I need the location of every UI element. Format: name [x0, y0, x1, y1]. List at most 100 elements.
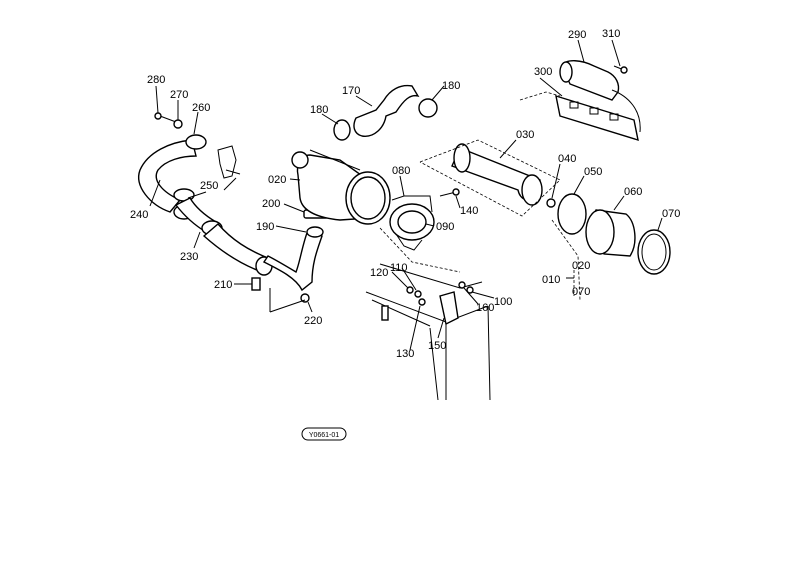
cover-090-inner	[397, 210, 427, 234]
gasket-hole	[589, 107, 599, 115]
label-280: 280	[147, 74, 165, 86]
support-frame	[365, 227, 491, 401]
label-070a: 070	[662, 208, 680, 220]
case-060-rim	[585, 209, 615, 255]
leader-310	[611, 39, 621, 67]
drawing-code-badge: Y0661-01	[301, 427, 347, 441]
hose-240	[138, 139, 197, 213]
leader-150	[437, 317, 445, 339]
leader-080	[399, 175, 405, 197]
leader-130	[409, 305, 421, 351]
label-030: 030	[516, 129, 534, 141]
leader-090	[425, 223, 435, 227]
right-parts	[546, 193, 671, 301]
left-hose-assembly	[138, 112, 329, 313]
element-050	[557, 193, 587, 235]
guide-line	[223, 177, 237, 191]
nut-110	[414, 290, 422, 298]
washer-120	[406, 286, 414, 294]
label-230: 230	[180, 251, 198, 263]
bolt-280-head	[154, 112, 162, 120]
leader-200	[283, 203, 305, 213]
air-cleaner-inlet	[291, 151, 309, 169]
band-070-inner	[641, 233, 667, 271]
bracket-150	[439, 291, 459, 326]
part-number-labels: 280 270 260 240 250 230 210 220 190 200 …	[130, 28, 680, 360]
label-300: 300	[534, 66, 552, 78]
screw-100	[466, 286, 474, 294]
hose-190-top	[306, 226, 324, 238]
gasket-hole	[569, 101, 579, 109]
ring-040	[546, 198, 556, 208]
bolt-130	[418, 298, 426, 306]
frame-dash	[379, 227, 461, 273]
label-180b: 180	[442, 80, 460, 92]
clamp-210	[251, 277, 261, 291]
label-070b: 070	[572, 286, 590, 298]
label-050: 050	[584, 166, 602, 178]
label-270: 270	[170, 89, 188, 101]
leader-180a	[321, 113, 339, 125]
leader-070a	[657, 217, 663, 231]
precleaner-dash	[519, 91, 561, 101]
leader-220	[307, 301, 313, 313]
screw-140-head	[452, 188, 460, 196]
label-020a: 020	[268, 174, 286, 186]
leader-040	[551, 163, 561, 199]
guide-line	[269, 299, 306, 313]
leader-300	[539, 77, 563, 97]
hose-190	[262, 229, 323, 292]
gasket-hole	[609, 113, 619, 121]
leader-020a	[289, 178, 301, 181]
leader-260	[193, 111, 199, 135]
precleaner-assembly	[519, 60, 641, 142]
bolt-310-head	[620, 66, 628, 74]
hose-240-end	[185, 134, 207, 150]
leader-160	[463, 287, 479, 305]
leader-030	[499, 139, 517, 159]
leader-240	[149, 179, 161, 207]
drawing-code-frame	[301, 427, 347, 441]
label-170: 170	[342, 85, 360, 97]
element-030-end	[453, 143, 471, 173]
leader-140	[455, 195, 461, 209]
label-250: 250	[200, 180, 218, 192]
label-140: 140	[460, 205, 478, 217]
leader-110	[401, 267, 417, 291]
leader-250	[187, 191, 207, 199]
label-100: 100	[494, 296, 512, 308]
label-290: 290	[568, 29, 586, 41]
leader-170	[355, 95, 373, 107]
leader-120	[391, 271, 409, 289]
label-150: 150	[428, 340, 446, 352]
label-110: 110	[390, 262, 408, 274]
label-060: 060	[624, 186, 642, 198]
bolt-280	[159, 115, 177, 123]
clamp-220	[300, 293, 310, 303]
leader-190	[275, 225, 307, 233]
air-cleaner-body	[291, 84, 561, 251]
washer-270	[173, 119, 183, 129]
element-030-ring	[521, 174, 543, 206]
label-020b: 020	[572, 260, 590, 272]
label-080: 080	[392, 165, 410, 177]
label-120: 120	[370, 267, 388, 279]
label-010: 010	[542, 274, 560, 286]
label-160: 160	[476, 302, 494, 314]
duct-290	[561, 60, 620, 101]
drawing-code: Y0661-01	[309, 432, 339, 439]
leader-060	[613, 195, 625, 211]
label-040: 040	[558, 153, 576, 165]
leader-290	[577, 39, 585, 63]
leader-180b	[431, 85, 445, 101]
label-190: 190	[256, 221, 274, 233]
clamp-180-right	[418, 98, 438, 118]
label-180a: 180	[310, 104, 328, 116]
leader-100	[471, 291, 495, 299]
leader-230	[193, 231, 201, 249]
label-220: 220	[304, 315, 322, 327]
nut-160	[458, 281, 466, 289]
bracket-260	[217, 145, 241, 179]
